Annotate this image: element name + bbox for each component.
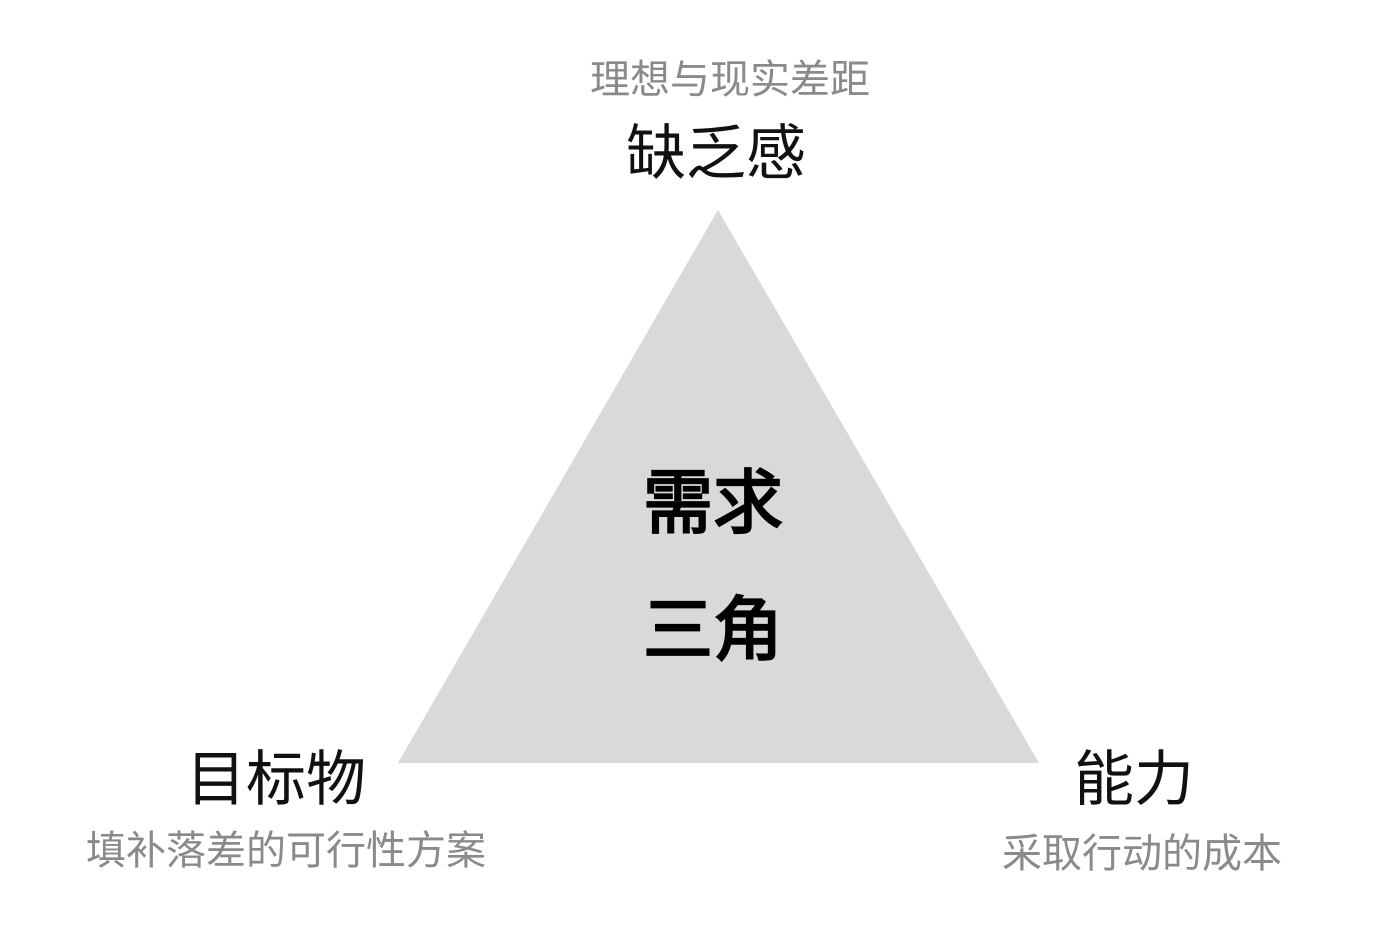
bottom-right-vertex-title: 能力 — [1074, 745, 1194, 815]
center-label-line1: 需求 — [643, 462, 783, 544]
top-vertex-title: 缺乏感 — [626, 119, 806, 189]
bottom-left-vertex-title: 目标物 — [186, 745, 366, 815]
need-triangle — [398, 210, 1039, 763]
top-vertex-subtitle: 理想与现实差距 — [590, 57, 870, 103]
bottom-left-vertex-subtitle: 填补落差的可行性方案 — [86, 828, 486, 874]
center-label-line2: 三角 — [643, 589, 783, 671]
bottom-right-vertex-subtitle: 采取行动的成本 — [1002, 831, 1282, 877]
